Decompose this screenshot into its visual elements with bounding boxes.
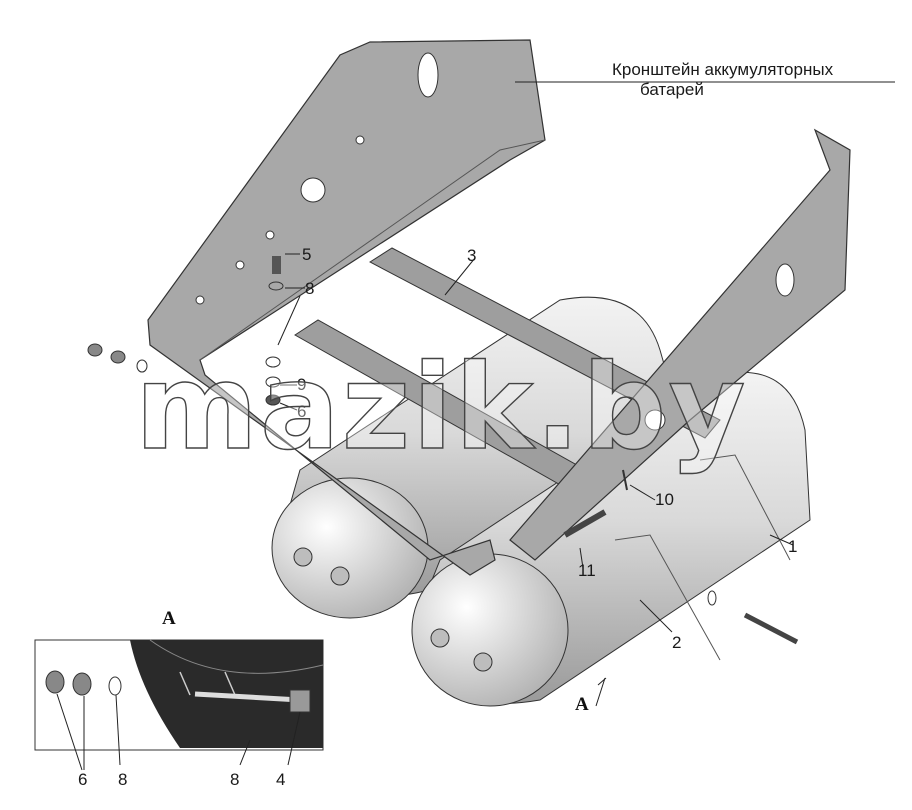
part-label-9: 9 bbox=[297, 375, 306, 394]
view-a-title: А bbox=[162, 608, 176, 629]
watermark: mazik.by bbox=[135, 338, 747, 476]
cross-member-upper bbox=[369, 247, 721, 439]
loose-bolt bbox=[707, 590, 799, 645]
part-label-1: 1 bbox=[788, 537, 797, 556]
part-label-6: 6 bbox=[297, 402, 306, 421]
nuts-left bbox=[87, 343, 148, 373]
view-a-arrow-label: А bbox=[575, 694, 589, 715]
inset-label-8b: 8 bbox=[230, 770, 239, 789]
caption-bracket-line2: батарей bbox=[640, 80, 704, 99]
caption-bracket-line1: Кронштейн аккумуляторных bbox=[612, 60, 834, 79]
part-label-11: 11 bbox=[578, 561, 596, 580]
washers-9-6 bbox=[265, 356, 281, 406]
air-tank-front bbox=[411, 371, 811, 707]
bolt-5 bbox=[268, 256, 284, 291]
part-label-5: 5 bbox=[302, 245, 311, 264]
pin-10 bbox=[622, 469, 628, 491]
part-label-10: 10 bbox=[655, 490, 674, 509]
view-a-inset bbox=[34, 639, 324, 751]
right-bracket bbox=[509, 128, 851, 561]
inset-leader-lines bbox=[56, 693, 301, 771]
part-label-2: 2 bbox=[672, 633, 681, 652]
inset-label-4: 4 bbox=[276, 770, 285, 789]
left-bracket bbox=[147, 39, 546, 576]
part-label-3: 3 bbox=[467, 246, 476, 265]
part-label-8: 8 bbox=[305, 279, 314, 298]
bolt-11 bbox=[563, 509, 607, 538]
inset-label-8a: 8 bbox=[118, 770, 127, 789]
leader-lines bbox=[277, 81, 895, 707]
inset-label-6: 6 bbox=[78, 770, 87, 789]
